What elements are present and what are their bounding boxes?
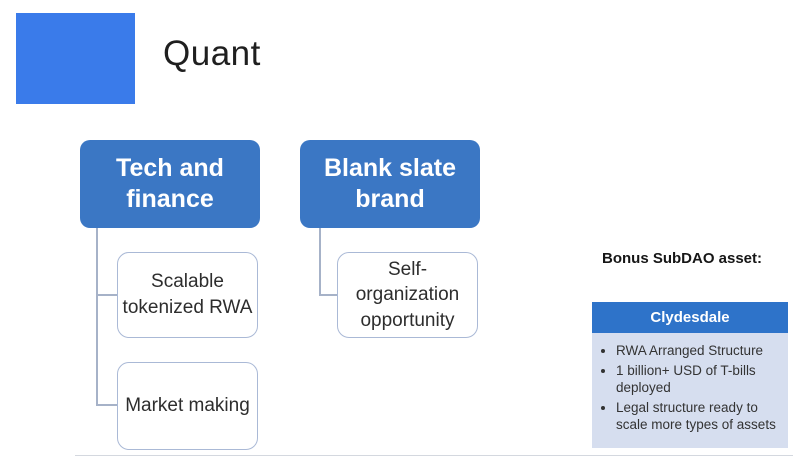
connector-line-vertical <box>319 228 321 295</box>
connector-line-horizontal <box>319 294 337 296</box>
connector-line-horizontal <box>96 404 117 406</box>
accent-square <box>16 13 135 104</box>
footer-divider <box>75 455 793 456</box>
clydesdale-card: Clydesdale RWA Arranged Structure 1 bill… <box>592 302 788 448</box>
bullet-item: 1 billion+ USD of T-bills deployed <box>616 362 782 396</box>
bullet-item: RWA Arranged Structure <box>616 342 782 359</box>
org-node-self-organization-opportunity: Self-organization opportunity <box>337 252 478 338</box>
org-node-scalable-tokenized-rwa: Scalable tokenized RWA <box>117 252 258 338</box>
connector-line-vertical <box>96 228 98 405</box>
page-title: Quant <box>163 34 261 73</box>
connector-line-horizontal <box>96 294 117 296</box>
bullet-item: Legal structure ready to scale more type… <box>616 399 782 433</box>
clydesdale-card-title: Clydesdale <box>592 302 788 333</box>
clydesdale-bullet-list: RWA Arranged Structure 1 billion+ USD of… <box>592 333 788 448</box>
org-node-market-making: Market making <box>117 362 258 450</box>
bonus-subdao-label: Bonus SubDAO asset: <box>602 250 763 267</box>
org-node-tech-and-finance: Tech and finance <box>80 140 260 228</box>
org-node-blank-slate-brand: Blank slate brand <box>300 140 480 228</box>
